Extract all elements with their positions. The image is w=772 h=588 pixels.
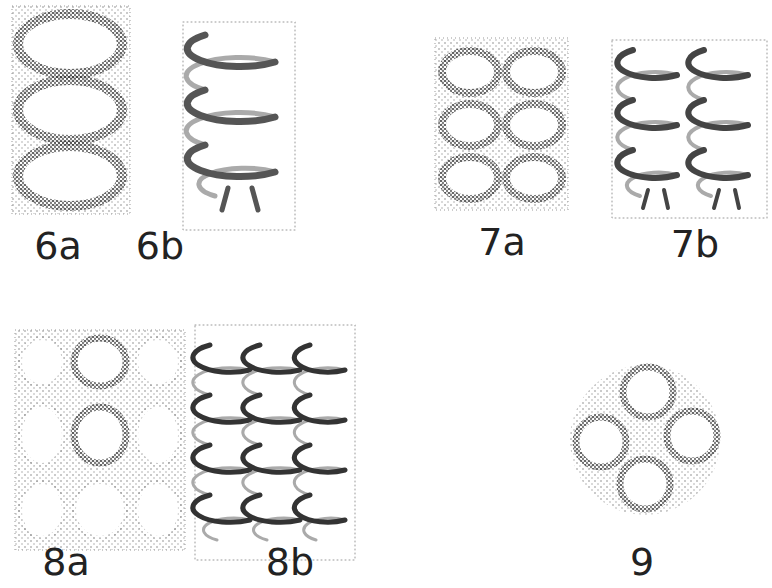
figure-number: 6b [136, 224, 184, 268]
figure-number: 7b [671, 222, 719, 266]
spiral-8b [193, 325, 355, 560]
cross-section-9 [570, 365, 720, 515]
figure-number: 9 [630, 540, 654, 584]
figure-number: 7a [478, 220, 525, 264]
spiral-6b [183, 22, 295, 230]
cell-6a [12, 6, 130, 214]
figure-number: 8b [266, 540, 314, 584]
spiral-7b [612, 40, 767, 218]
cell-8a [15, 330, 185, 550]
figure-number: 6a [34, 224, 81, 268]
cell-7a [435, 38, 568, 210]
figure-number: 8a [42, 540, 89, 584]
